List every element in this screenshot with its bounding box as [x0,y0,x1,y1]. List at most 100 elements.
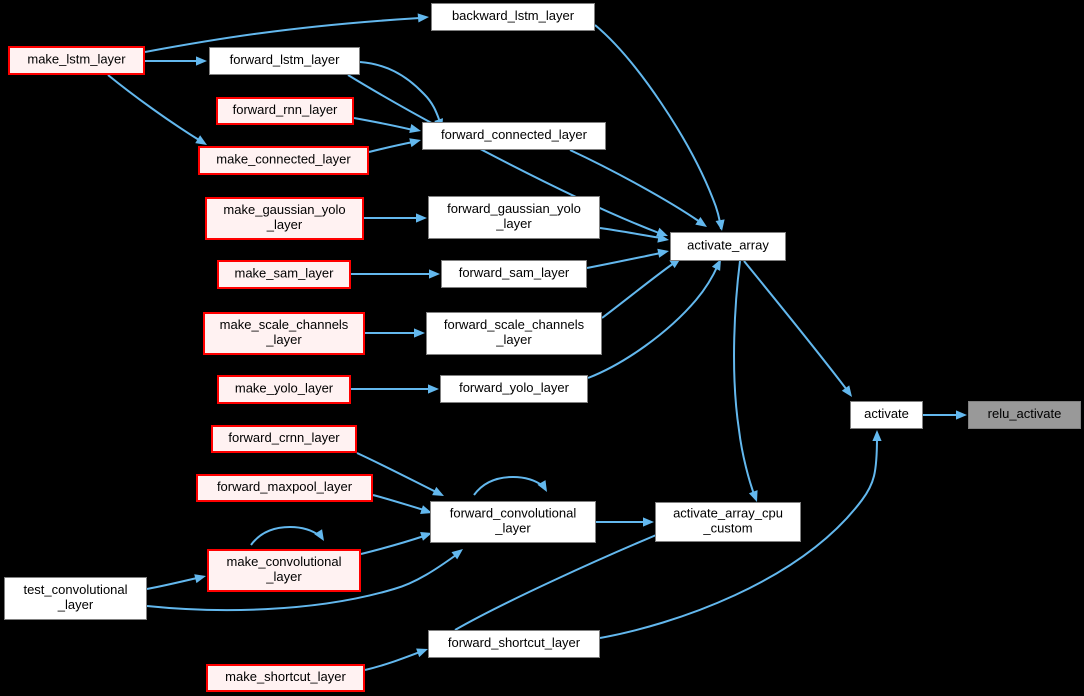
graph-node-make_convolutional_layer[interactable]: make_convolutional_layer [207,549,361,592]
edge-line [250,525,321,546]
edge-line [146,577,198,590]
node-box[interactable] [206,664,365,692]
node-label: make_yolo_layer [235,381,334,396]
node-box[interactable] [196,474,373,502]
edge-line [353,117,414,131]
edge-make_sam_layer-to-forward_sam_layer [351,269,440,279]
edge-test_convolutional_layer-to-forward_convolutional_layer [146,549,463,612]
node-box[interactable] [205,197,364,240]
edge-arrowhead-icon [432,486,444,496]
edge-test_convolutional_layer-to-make_convolutional_layer [146,574,206,590]
edge-arrowhead-icon [429,269,440,279]
edge-activate_array-to-activate [743,260,852,397]
edge-arrowhead-icon [451,549,463,560]
graph-node-forward_scale_channels_layer[interactable]: forward_scale_channels_layer [426,312,602,355]
graph-node-forward_maxpool_layer[interactable]: forward_maxpool_layer [196,474,373,502]
edge-line [107,74,200,141]
node-box[interactable] [209,47,360,75]
node-box[interactable] [211,425,357,453]
node-label: backward_lstm_layer [452,8,575,23]
node-box[interactable] [216,97,354,125]
edge-line [146,554,457,612]
graph-node-activate[interactable]: activate [850,401,923,429]
graph-node-make_lstm_layer[interactable]: make_lstm_layer [8,46,145,75]
edge-make_convolutional_layer-to-make_convolutional_layer [250,525,324,546]
graph-node-forward_shortcut_layer[interactable]: forward_shortcut_layer [428,630,600,658]
node-label: make_gaussian_yolo_layer [223,202,345,232]
graph-node-test_convolutional_layer[interactable]: test_convolutional_layer [4,577,147,620]
edge-arrowhead-icon [715,219,725,231]
edge-arrowhead-icon [195,135,207,145]
edge-make_lstm_layer-to-backward_lstm_layer [144,13,429,53]
node-box[interactable] [217,375,351,404]
node-label: make_lstm_layer [27,52,126,67]
graph-node-activate_array[interactable]: activate_array [670,232,786,261]
edge-arrowhead-icon [643,517,654,527]
edge-line [743,260,848,391]
edge-forward_crnn_layer-to-forward_convolutional_layer [356,452,444,496]
graph-node-forward_rnn_layer[interactable]: forward_rnn_layer [216,97,354,125]
node-label: forward_maxpool_layer [217,479,353,494]
node-box[interactable] [428,196,600,239]
node-label: forward_scale_channels_layer [444,317,585,347]
node-box[interactable] [198,146,369,175]
node-box[interactable] [430,501,596,543]
edge-line [356,452,437,493]
graph-node-relu_activate[interactable]: relu_activate [968,401,1081,429]
node-label: test_convolutional_layer [23,582,127,612]
node-box[interactable] [850,401,923,429]
node-label: make_sam_layer [235,266,335,281]
node-box[interactable] [655,502,801,542]
graph-node-forward_connected_layer[interactable]: forward_connected_layer [422,122,606,150]
graph-node-forward_convolutional_layer[interactable]: forward_convolutional_layer [430,501,596,543]
graph-node-forward_gaussian_yolo_layer[interactable]: forward_gaussian_yolo_layer [428,196,600,239]
edge-line [569,149,701,223]
edge-line [473,475,544,496]
node-label: make_scale_channels_layer [220,317,349,347]
edge-arrowhead-icon [414,328,425,338]
graph-node-backward_lstm_layer[interactable]: backward_lstm_layer [431,3,595,31]
edge-arrowhead-icon [194,574,206,584]
graph-node-forward_lstm_layer[interactable]: forward_lstm_layer [209,47,360,75]
graph-node-make_shortcut_layer[interactable]: make_shortcut_layer [206,664,365,692]
node-box[interactable] [428,630,600,658]
edge-line [372,494,425,511]
graph-node-make_sam_layer[interactable]: make_sam_layer [217,260,351,289]
graph-node-make_connected_layer[interactable]: make_connected_layer [198,146,369,175]
edge-arrowhead-icon [416,213,427,223]
edge-line [599,436,878,639]
graph-node-activate_array_cpu_custom[interactable]: activate_array_cpu_custom [655,502,801,542]
node-box[interactable] [426,312,602,355]
graph-node-make_scale_channels_layer[interactable]: make_scale_channels_layer [203,312,365,355]
node-box[interactable] [8,46,145,75]
node-label: make_shortcut_layer [225,669,346,684]
node-box[interactable] [207,549,361,592]
graph-node-forward_yolo_layer[interactable]: forward_yolo_layer [440,375,588,403]
graph-node-make_gaussian_yolo_layer[interactable]: make_gaussian_yolo_layer [205,197,364,240]
edge-arrowhead-icon [841,385,852,397]
node-box[interactable] [217,260,351,289]
edge-line [733,260,756,498]
node-box[interactable] [670,232,786,261]
node-box[interactable] [422,122,606,150]
node-box[interactable] [440,375,588,403]
edge-forward_scale_channels_layer-to-activate_array [601,258,681,319]
node-label: make_connected_layer [216,152,351,167]
node-box[interactable] [431,3,595,31]
node-label: forward_crnn_layer [228,430,340,445]
edge-line [360,535,425,555]
node-box[interactable] [4,577,147,620]
edge-arrowhead-icon [416,648,428,658]
edge-arrowhead-icon [428,384,439,394]
graph-node-forward_crnn_layer[interactable]: forward_crnn_layer [211,425,357,453]
graph-node-forward_sam_layer[interactable]: forward_sam_layer [441,260,587,288]
node-box[interactable] [968,401,1081,429]
graph-node-make_yolo_layer[interactable]: make_yolo_layer [217,375,351,404]
edge-make_lstm_layer-to-forward_lstm_layer [145,56,207,66]
node-box[interactable] [203,312,365,355]
edge-make_convolutional_layer-to-forward_convolutional_layer [360,532,432,555]
node-box[interactable] [441,260,587,288]
node-label: forward_rnn_layer [233,102,338,117]
